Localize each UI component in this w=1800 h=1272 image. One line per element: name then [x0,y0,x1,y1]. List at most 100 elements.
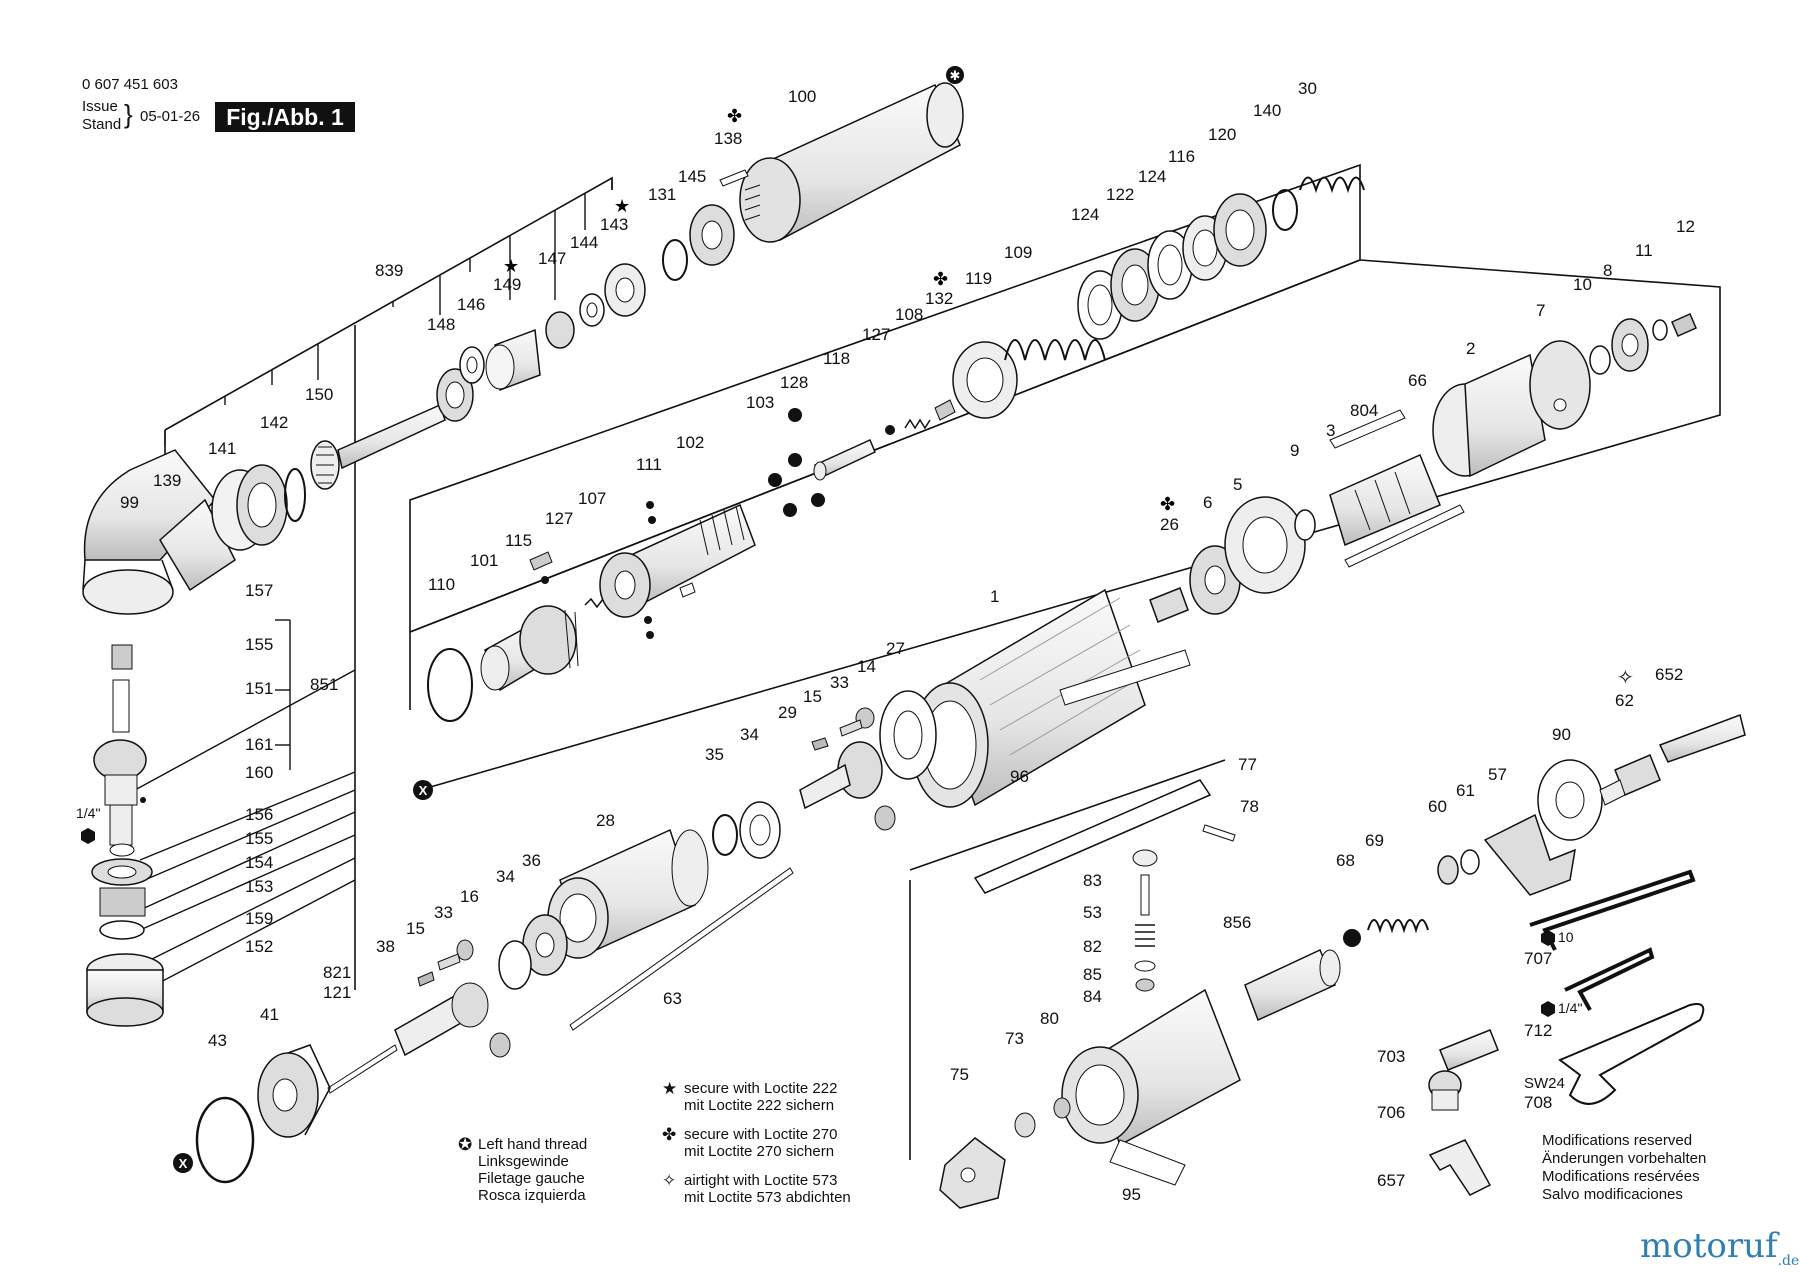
part-141-nut [211,464,288,551]
callout-109: 109 [1004,243,1032,262]
callout-14a: 14 [857,657,876,676]
part-90-washer [1537,759,1603,841]
callout-115: 115 [505,531,532,550]
part-127-ball [541,576,549,584]
callout-110: 110 [428,575,455,594]
part-95-label [1109,1139,1186,1186]
callout-78: 78 [1240,797,1259,816]
part-84-washer [1135,978,1155,992]
part-703-nipple [1439,1029,1499,1071]
part-109-spring [1004,339,1106,361]
hex-marker-14b [1541,1001,1555,1017]
svg-text:X: X [419,783,428,798]
legend-club-en: secure with Loctite 270 [684,1126,838,1143]
callout-155a: 155 [245,635,273,654]
part-102-spindle [599,503,756,618]
callout-161: 161 [245,735,273,754]
part-75-knob [939,1137,1006,1209]
callout-3: 3 [1326,421,1335,440]
part-3-rotor [1329,453,1441,547]
part-number: 0 607 451 603 [82,76,178,93]
callout-66: 66 [1408,371,1427,390]
part-108-spring [904,418,931,430]
club-marker-138: ✤ [727,106,742,126]
part-7-endplate [1529,340,1591,430]
callout-155b: 155 [245,829,273,848]
part-43-circlip [195,1096,255,1184]
part-152-nut [86,953,164,1027]
callout-131: 131 [648,185,676,204]
part-29-clutch [799,741,896,831]
part-63-rod [569,867,794,1031]
part-138-key [719,169,749,187]
callout-160: 160 [245,763,273,782]
legend-star-de: mit Loctite 222 sichern [684,1097,835,1114]
callout-36: 36 [522,851,541,870]
modifications-note: Modifications reserved Änderungen vorbeh… [1542,1132,1706,1204]
part-149-sleeve [485,328,541,392]
part-12-screw [1671,313,1697,337]
part-33-screw-a [839,719,863,737]
part-122-bearing [1110,248,1160,322]
part-155-bush [111,644,133,670]
callout-122: 122 [1106,185,1134,204]
part-111-balls [644,501,656,639]
part-804-vanes [1329,409,1465,568]
legend-star: ★ secure with Loctite 222 mit Loctite 22… [662,1080,838,1114]
part-80-plug [1053,1097,1071,1119]
part-83-button [1132,849,1158,867]
callout-712: 712 [1524,1021,1552,1040]
legend-lh-fr: Filetage gauche [478,1170,585,1187]
legend-spark: ✧ airtight with Loctite 573 mit Loctite … [662,1172,851,1206]
mod-de: Änderungen vorbehalten [1542,1150,1707,1167]
callout-142: 142 [260,413,288,432]
part-154-bearing [91,858,153,886]
callout-145: 145 [678,167,706,186]
part-119-ring [952,341,1018,419]
star-marker-143: ★ [614,196,630,216]
callout-43: 43 [208,1031,227,1050]
callout-141: 141 [208,439,236,458]
part-41-bearing [257,1044,331,1138]
callout-69: 69 [1365,831,1384,850]
legend-lh-en: Left hand thread [478,1136,588,1153]
part-118-pin [813,438,876,481]
part-62-fitting [1599,754,1661,806]
callout-16: 16 [460,887,479,906]
brace: } [124,99,133,129]
watermark-brand: motoruf [1640,1226,1778,1266]
legend-star-en: secure with Loctite 222 [684,1080,838,1097]
part-159-washer [99,920,145,940]
legend-club: ✤ secure with Loctite 270 mit Loctite 27… [662,1126,838,1160]
callout-118: 118 [823,349,850,368]
callout-706: 706 [1377,1103,1405,1122]
mod-en: Modifications reserved [1542,1132,1693,1149]
part-142-ring [284,468,306,522]
part-16-nut [456,939,474,961]
callout-856: 856 [1223,913,1251,932]
part-706-plug [1428,1070,1462,1111]
legend-club-de: mit Loctite 270 sichern [684,1143,835,1160]
part-153-cage [99,887,146,917]
part-85-seal [1134,960,1156,972]
callout-80: 80 [1040,1009,1059,1028]
callout-150: 150 [305,385,333,404]
part-155-ring [109,843,135,857]
callout-1: 1 [990,587,999,606]
callout-6: 6 [1203,493,1212,512]
part-131-circlip [662,239,688,281]
part-8-bearing [1611,318,1649,372]
part-124-washer-b [1147,230,1193,300]
callout-107: 107 [578,489,606,508]
callout-148: 148 [427,315,455,334]
callout-139: 139 [153,471,181,490]
part-9-washer [1294,509,1316,541]
callout-9: 9 [1290,441,1299,460]
part-27-washer [879,690,937,780]
callout-26: 26 [1160,515,1179,534]
part-69-spring [1367,919,1429,934]
part-132-plug [934,399,956,421]
callout-61: 61 [1456,781,1475,800]
callout-57: 57 [1488,765,1507,784]
watermark-logo: motoruf.de [1640,1226,1799,1269]
